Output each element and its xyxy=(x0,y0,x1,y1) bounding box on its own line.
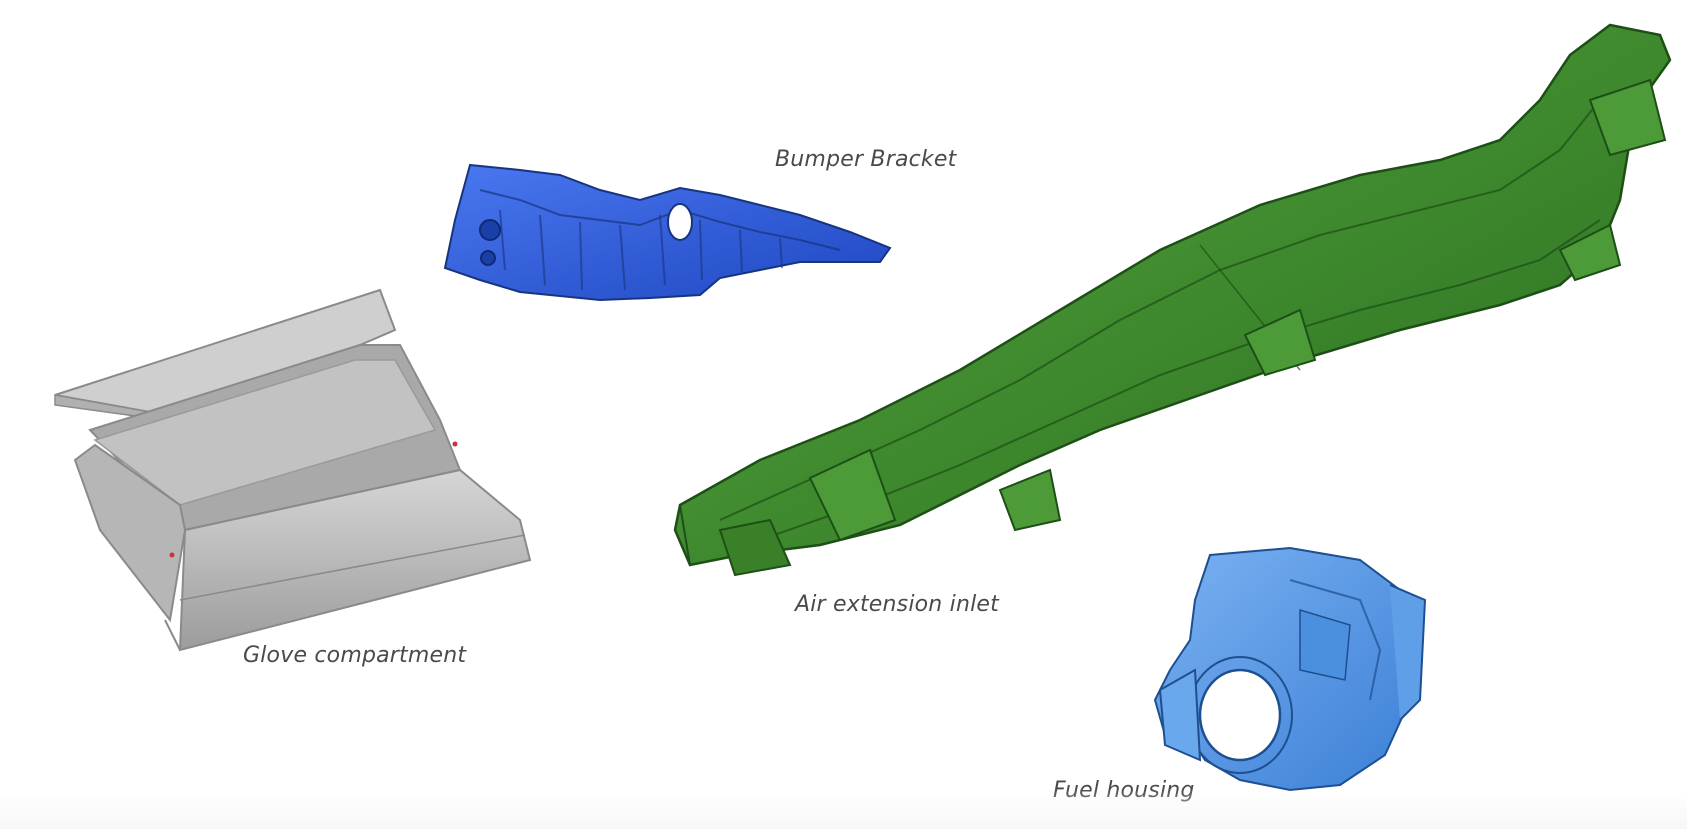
glove-compartment-part xyxy=(54,288,532,652)
bumper-bracket-label: Bumper Bracket xyxy=(775,147,957,172)
air-extension-inlet-label: Air extension inlet xyxy=(795,592,999,617)
air-extension-inlet-part xyxy=(673,23,1672,577)
bumper-bracket-part xyxy=(443,163,892,302)
glove-compartment-label: Glove compartment xyxy=(243,643,467,668)
bottom-fade xyxy=(0,789,1687,829)
fuel-housing-part xyxy=(1153,546,1427,792)
